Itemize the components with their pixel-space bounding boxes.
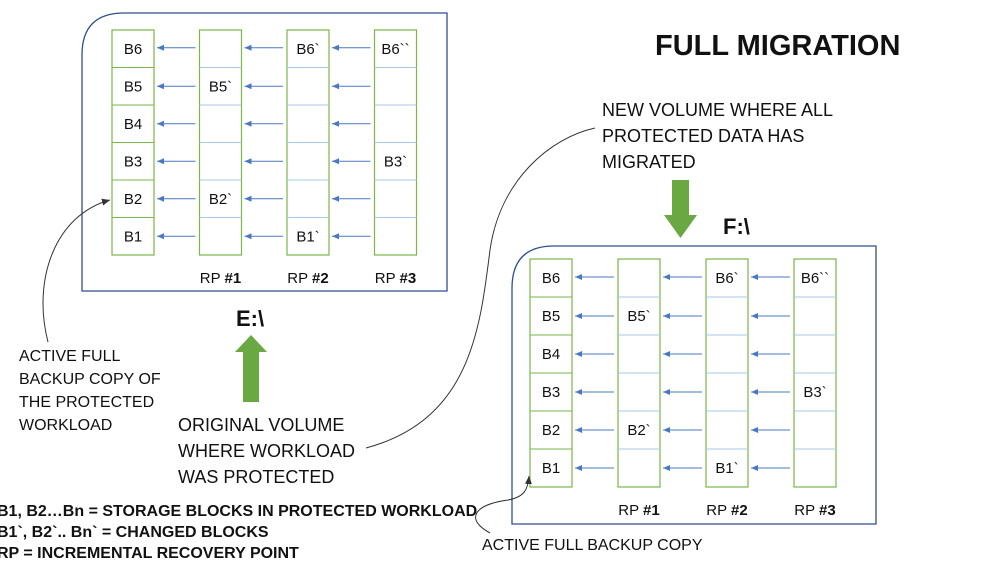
block-label: B3` <box>803 384 826 401</box>
target-volume-description-line: PROTECTED DATA HAS <box>602 126 805 146</box>
block-label: B1 <box>124 228 142 245</box>
block-label: B2` <box>209 191 232 208</box>
source-full-copy-note-line: WORKLOAD <box>19 417 113 434</box>
block-label: B6` <box>715 270 738 287</box>
recovery-point-label: RP #2 <box>287 270 328 287</box>
target-full-copy-note: ACTIVE FULL BACKUP COPY <box>482 537 703 554</box>
recovery-point-label: RP #1 <box>618 502 659 519</box>
block-label: B5 <box>124 78 142 95</box>
recovery-point-label: RP #2 <box>706 502 747 519</box>
source-up-arrow <box>235 335 267 402</box>
recovery-point-label: RP #1 <box>200 270 241 287</box>
source-volume-description: ORIGINAL VOLUME WHERE WORKLOAD WAS PROTE… <box>178 412 355 490</box>
source-volume-panel <box>81 12 448 292</box>
legend-item: B1`, B2`.. Bn` = CHANGED BLOCKS <box>0 524 269 541</box>
recovery-point-label: RP #3 <box>794 502 835 519</box>
block-label: B2` <box>627 422 650 439</box>
target-volume-description: NEW VOLUME WHERE ALL PROTECTED DATA HAS … <box>602 97 833 175</box>
legend-item: RP = INCREMENTAL RECOVERY POINT <box>0 545 299 562</box>
migration-callout-line <box>365 127 596 449</box>
source-full-copy-note-line: THE PROTECTED <box>19 394 155 411</box>
source-full-copy-callout-line <box>42 198 111 343</box>
target-drive-label: F:\ <box>723 214 750 239</box>
block-label: B5` <box>209 78 232 95</box>
block-label: B5` <box>627 308 650 325</box>
block-label: B5 <box>542 308 560 325</box>
block-label: B1` <box>715 460 738 477</box>
source-volume-description-line: WHERE WORKLOAD <box>178 441 356 461</box>
source-volume-description-line: ORIGINAL VOLUME <box>178 415 345 435</box>
block-label: B3` <box>384 153 407 170</box>
source-volume-description-line: WAS PROTECTED <box>178 467 335 487</box>
page-title: FULL MIGRATION <box>655 30 901 62</box>
block-label: B6` <box>296 41 319 58</box>
block-label: B4 <box>542 346 560 363</box>
legend-item: B1, B2…Bn = STORAGE BLOCKS IN PROTECTED … <box>0 503 478 520</box>
recovery-point-label: RP #3 <box>375 270 416 287</box>
block-label: B1` <box>296 228 319 245</box>
block-label: B4 <box>124 116 142 133</box>
block-label: B3 <box>124 153 142 170</box>
migration-down-arrow <box>664 180 697 238</box>
block-label: B2 <box>124 191 142 208</box>
block-label: B6 <box>542 270 560 287</box>
block-label: B3 <box>542 384 560 401</box>
block-label: B6 <box>124 41 142 58</box>
block-label: B6`` <box>381 41 409 58</box>
legend: B1, B2…Bn = STORAGE BLOCKS IN PROTECTED … <box>0 501 477 564</box>
source-full-copy-note-line: BACKUP COPY OF <box>19 371 161 388</box>
target-volume-description-line: MIGRATED <box>602 152 696 172</box>
block-label: B2 <box>542 422 560 439</box>
block-label: B6`` <box>801 270 829 287</box>
source-full-copy-note-line: ACTIVE FULL <box>19 348 121 365</box>
target-volume-panel <box>511 245 877 525</box>
block-label: B1 <box>542 460 560 477</box>
source-full-copy-note: ACTIVE FULL BACKUP COPY OF THE PROTECTED… <box>19 345 161 437</box>
source-drive-label: E:\ <box>236 306 265 331</box>
target-full-copy-callout-line <box>475 475 532 534</box>
target-volume-description-line: NEW VOLUME WHERE ALL <box>602 100 834 120</box>
